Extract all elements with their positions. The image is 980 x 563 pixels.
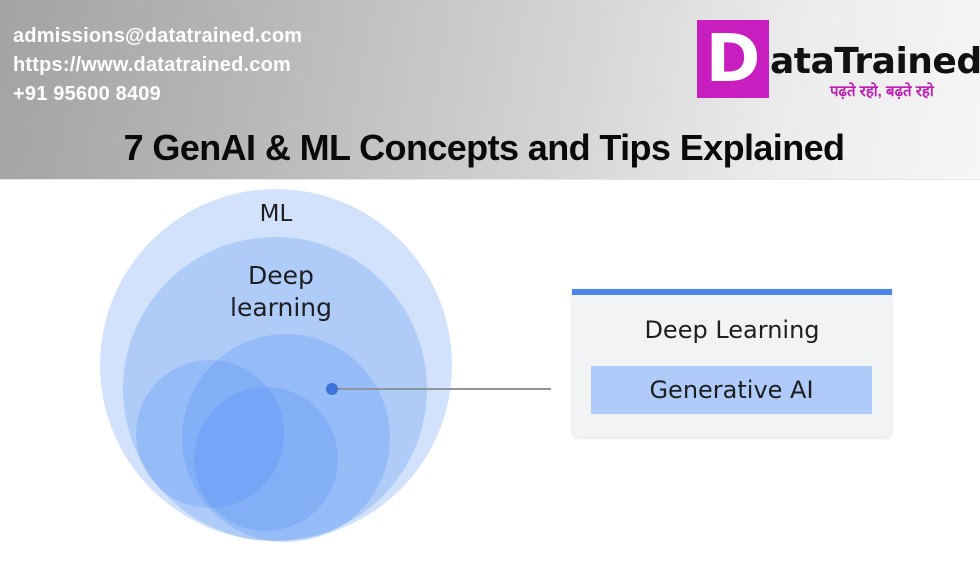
contact-phone[interactable]: +91 95600 8409 <box>13 83 161 105</box>
ml-circle <box>100 189 452 541</box>
card-highlight: Generative AI <box>591 366 872 414</box>
left-subset-circle <box>136 360 284 508</box>
contact-website[interactable]: https://www.datatrained.com <box>13 54 292 76</box>
contact-info: admissions@datatrained.com https://www.d… <box>13 22 302 109</box>
page-title: 7 GenAI & ML Concepts and Tips Explained <box>123 127 845 168</box>
card-topbar <box>572 289 892 295</box>
callout-card: Deep Learning Generative AI <box>572 289 892 437</box>
connector-dot <box>326 383 338 395</box>
bottom-subset-circle <box>194 387 338 531</box>
card-title: Deep Learning <box>644 316 820 344</box>
generative-ai-circle <box>182 334 390 542</box>
generative-ai-label: Generative AI <box>649 376 814 404</box>
nested-circles-icon <box>100 189 551 542</box>
logo-wordmark: ataTrained <box>770 41 980 82</box>
ml-label: ML <box>259 201 293 227</box>
logo-initial-box: D <box>697 20 769 98</box>
deep-learning-circle <box>123 237 427 541</box>
header-banner: admissions@datatrained.com https://www.d… <box>0 0 980 180</box>
datatrained-logo: D ataTrained पढ़ते रहो, बढ़ते रहो <box>697 20 980 102</box>
deep-learning-label: Deep learning <box>206 260 356 324</box>
logo-tagline: पढ़ते रहो, बढ़ते रहो <box>830 83 934 100</box>
contact-email[interactable]: admissions@datatrained.com <box>13 25 303 47</box>
deep-learning-label-text: Deep learning <box>230 261 332 322</box>
concept-diagram: ML Deep learning Deep Learning Generativ… <box>0 180 980 563</box>
